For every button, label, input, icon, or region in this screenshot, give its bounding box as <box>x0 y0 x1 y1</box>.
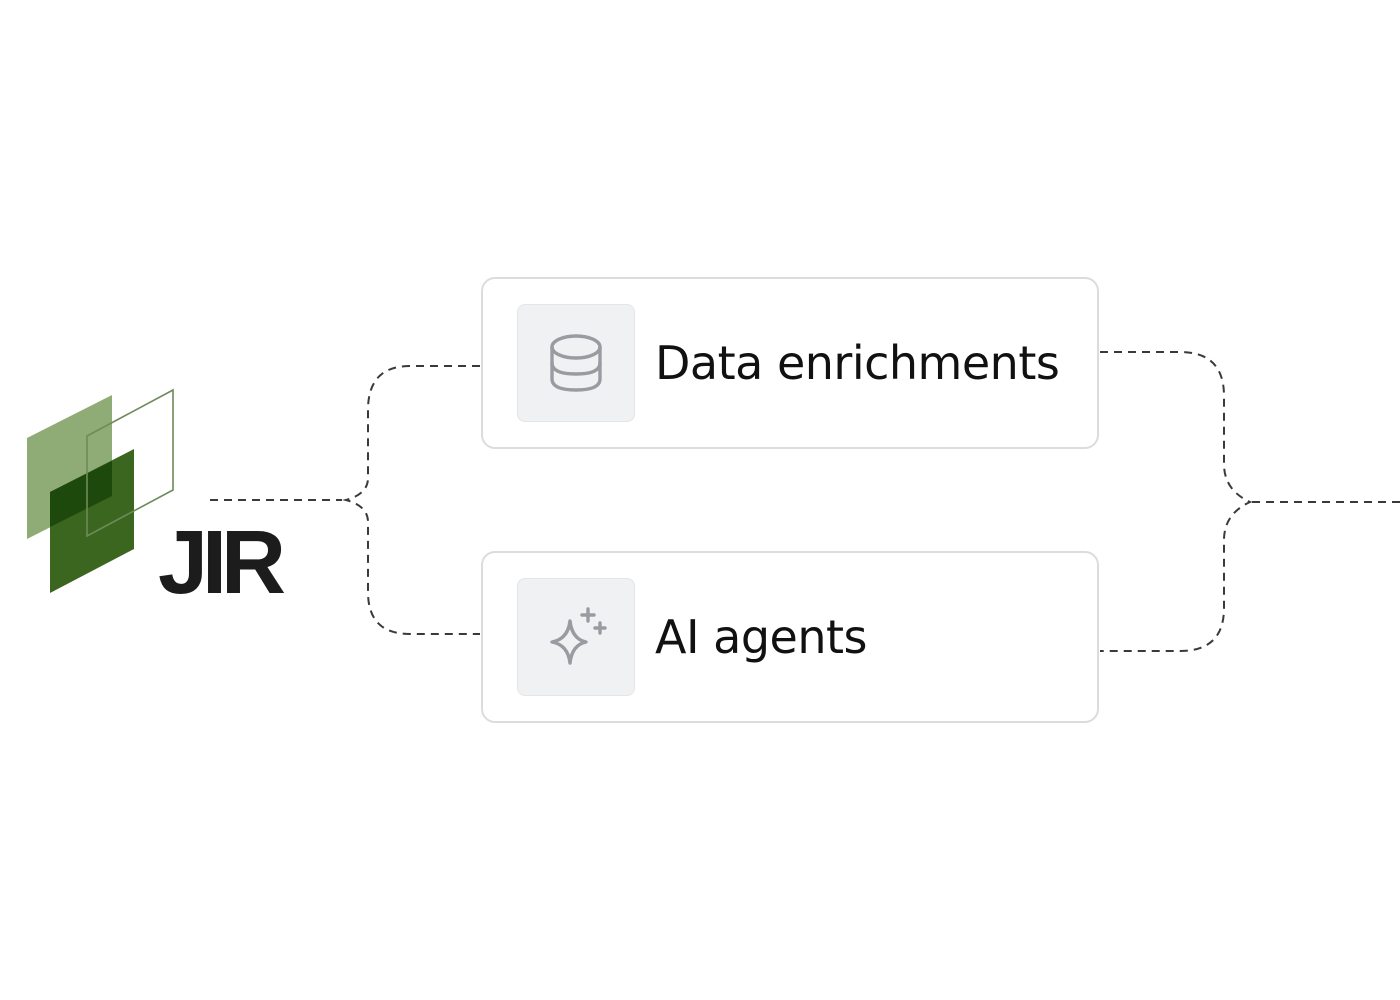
node-label: AI agents <box>655 610 868 664</box>
logo-outline-square <box>86 388 174 538</box>
logo-overlap <box>50 461 112 527</box>
node-icon-box <box>517 304 635 422</box>
left-brace <box>342 365 480 635</box>
right-brace <box>1100 351 1253 652</box>
node-ai-agents[interactable]: AI agents <box>481 551 1099 723</box>
jir-logo: JIR <box>24 386 294 626</box>
logo-mark <box>27 388 174 593</box>
logo-text: JIR <box>158 513 286 613</box>
node-label: Data enrichments <box>655 336 1060 390</box>
node-data-enrichments[interactable]: Data enrichments <box>481 277 1099 449</box>
sparkle-icon <box>550 607 607 665</box>
database-icon <box>550 334 602 392</box>
node-icon-box <box>517 578 635 696</box>
